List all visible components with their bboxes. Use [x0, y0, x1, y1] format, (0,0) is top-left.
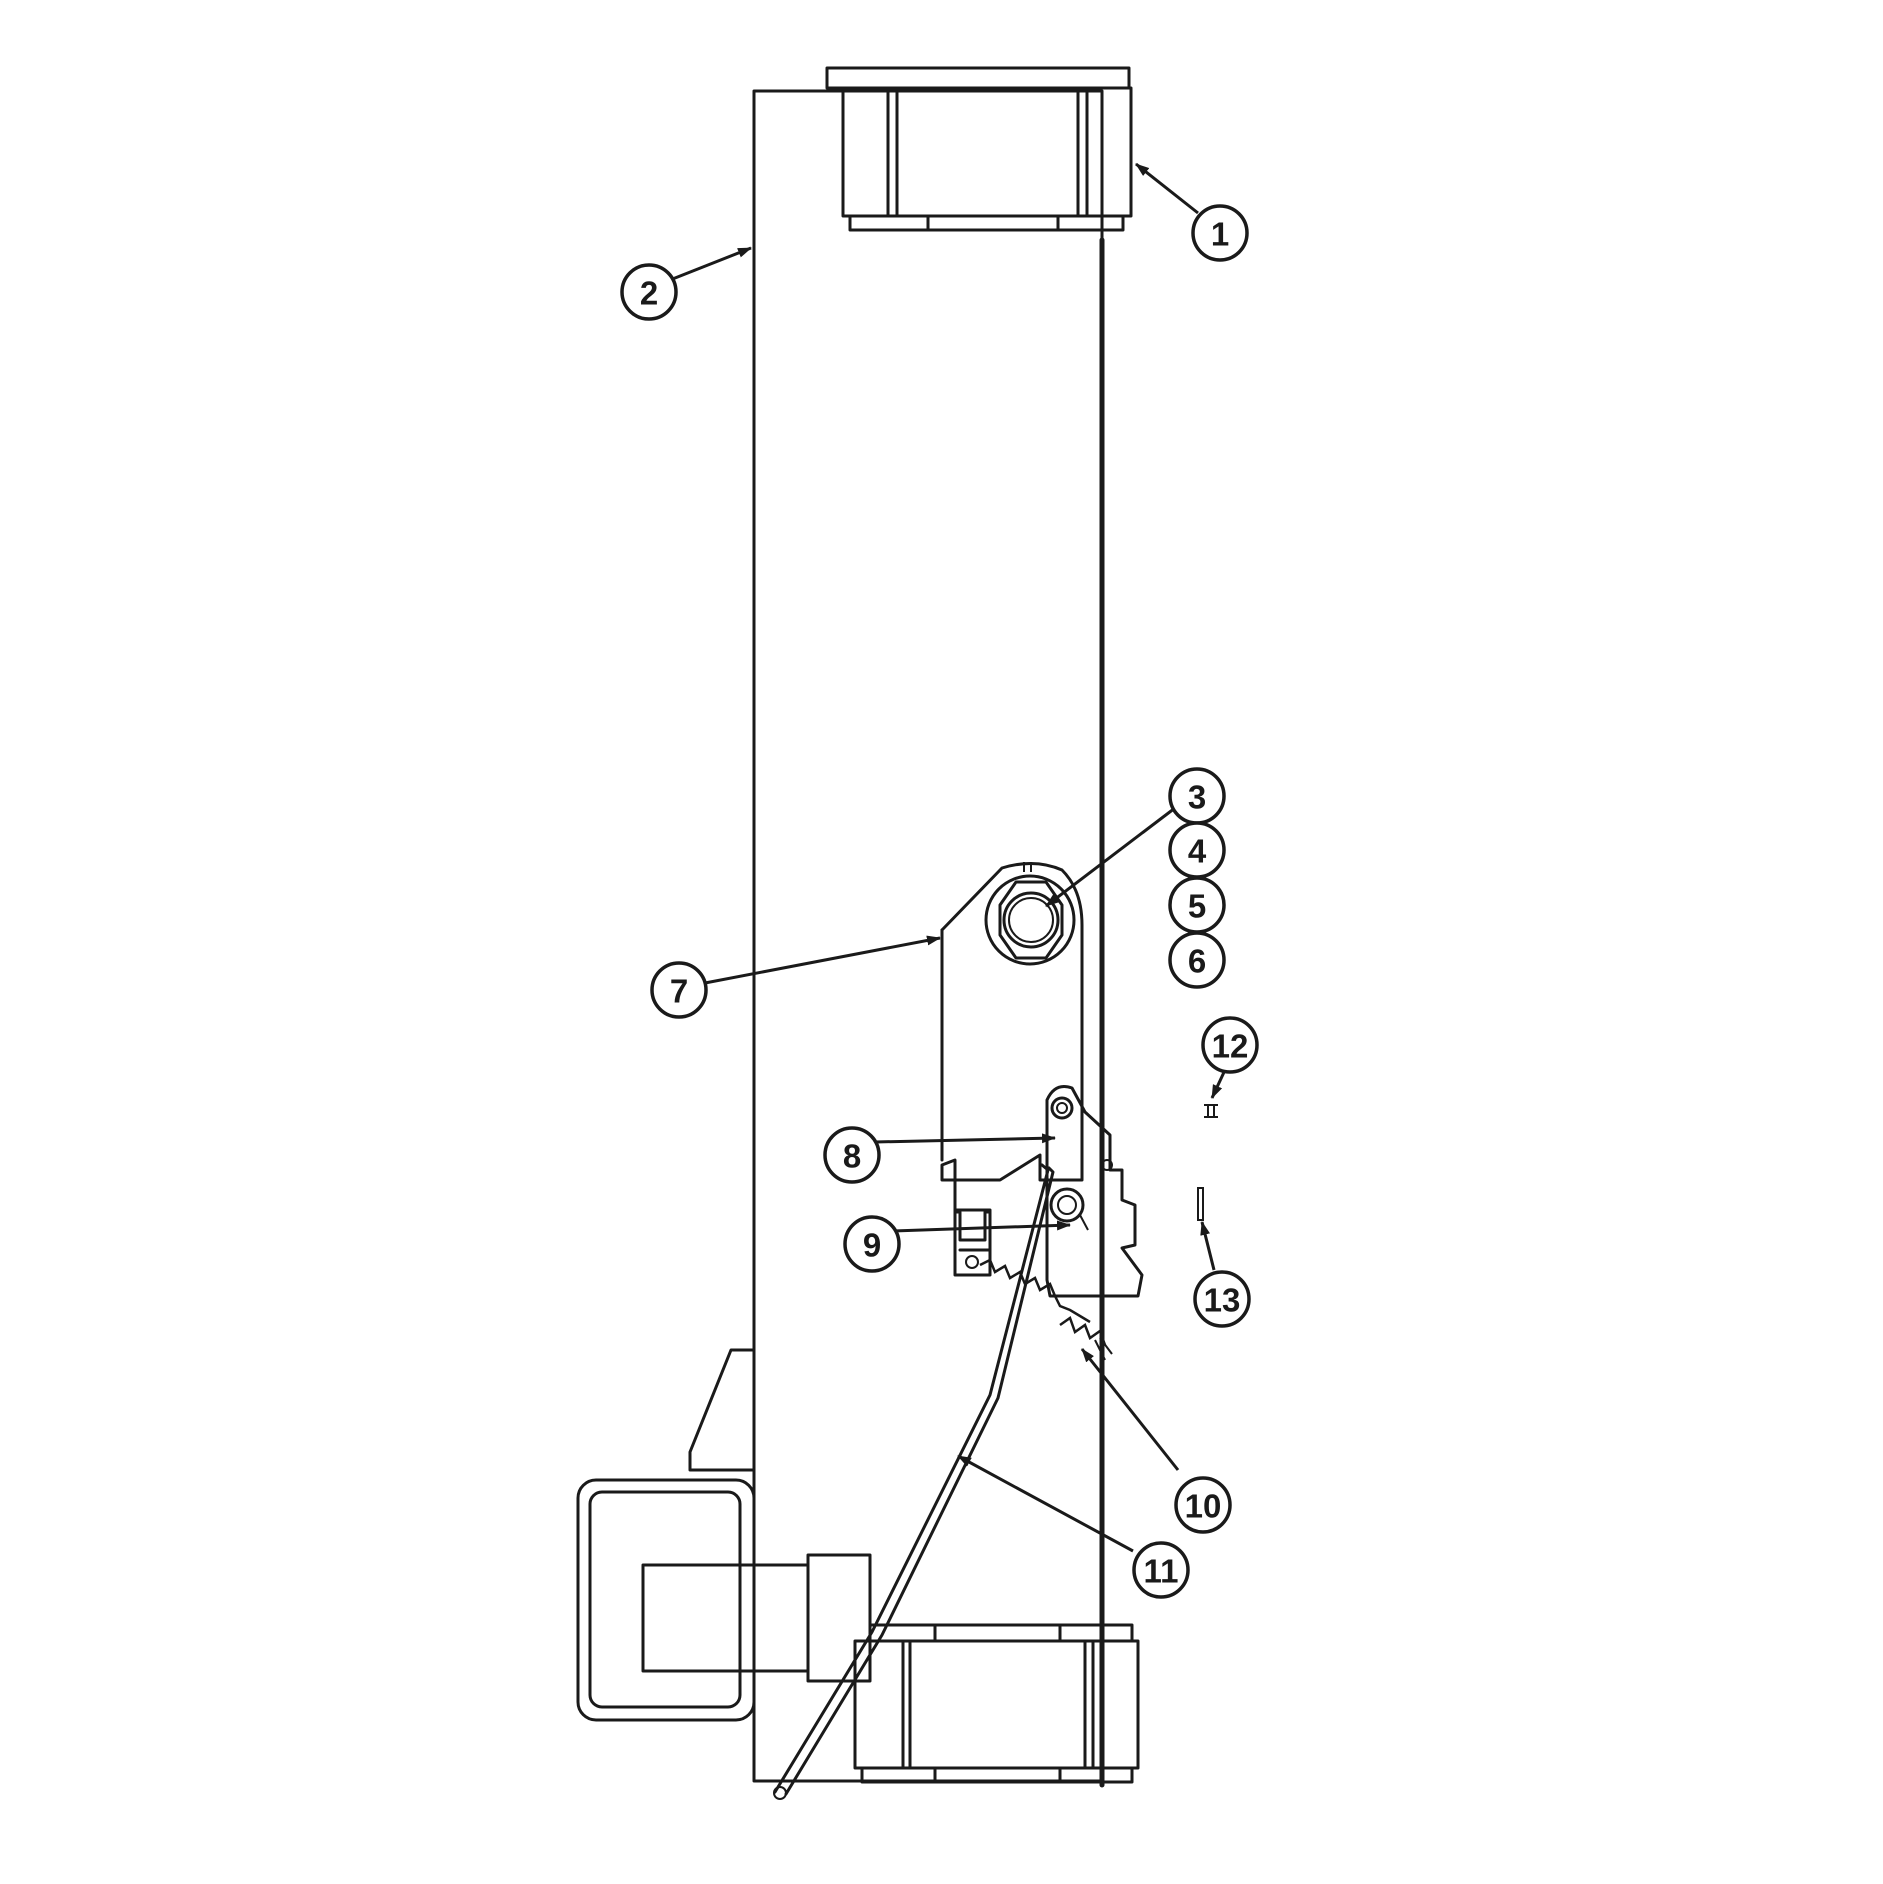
callout-7: 7: [650, 961, 708, 1019]
lower-bracket: [953, 1208, 992, 1277]
callout-6: 6: [1168, 931, 1226, 989]
callout-13-label: 13: [1204, 1282, 1241, 1319]
latch: [1045, 1085, 1144, 1298]
callout-11: 11: [1132, 1541, 1190, 1599]
callout-8: 8: [823, 1126, 881, 1184]
callout-2-label: 2: [640, 275, 658, 312]
callout-1: 1: [1191, 204, 1249, 262]
callout-12-label: 12: [1212, 1028, 1249, 1065]
lever-plate: [940, 862, 1084, 1252]
callout-5-label: 5: [1188, 888, 1206, 925]
pivot-bolt-assembly: [984, 862, 1076, 966]
callout-6-label: 6: [1188, 943, 1206, 980]
spring: [979, 1258, 1113, 1361]
motor-housing: [576, 1348, 872, 1722]
small-hardware: [1197, 1104, 1218, 1221]
callout-13: 13: [1193, 1270, 1251, 1328]
callout-11-label: 11: [1144, 1553, 1179, 1590]
callout-10: 10: [1174, 1476, 1232, 1534]
callout-12: 12: [1201, 1016, 1259, 1074]
callout-1-label: 1: [1211, 216, 1229, 253]
top-roller-assembly: [825, 66, 1133, 232]
callout-7-label: 7: [670, 973, 688, 1010]
callout-3-label: 3: [1188, 779, 1206, 816]
callout-10-label: 10: [1185, 1488, 1222, 1525]
callout-2: 2: [620, 263, 678, 321]
callout-3: 3: [1168, 767, 1226, 825]
callout-4-label: 4: [1188, 833, 1207, 870]
bottom-roller-assembly: [853, 1623, 1140, 1784]
callout-9-label: 9: [863, 1227, 881, 1264]
leader-lines: [669, 162, 1227, 1553]
callout-8-label: 8: [843, 1138, 861, 1175]
release-rod: [773, 1163, 1055, 1800]
callout-4: 4: [1168, 821, 1226, 879]
callout-9: 9: [843, 1215, 901, 1273]
callout-5: 5: [1168, 876, 1226, 934]
